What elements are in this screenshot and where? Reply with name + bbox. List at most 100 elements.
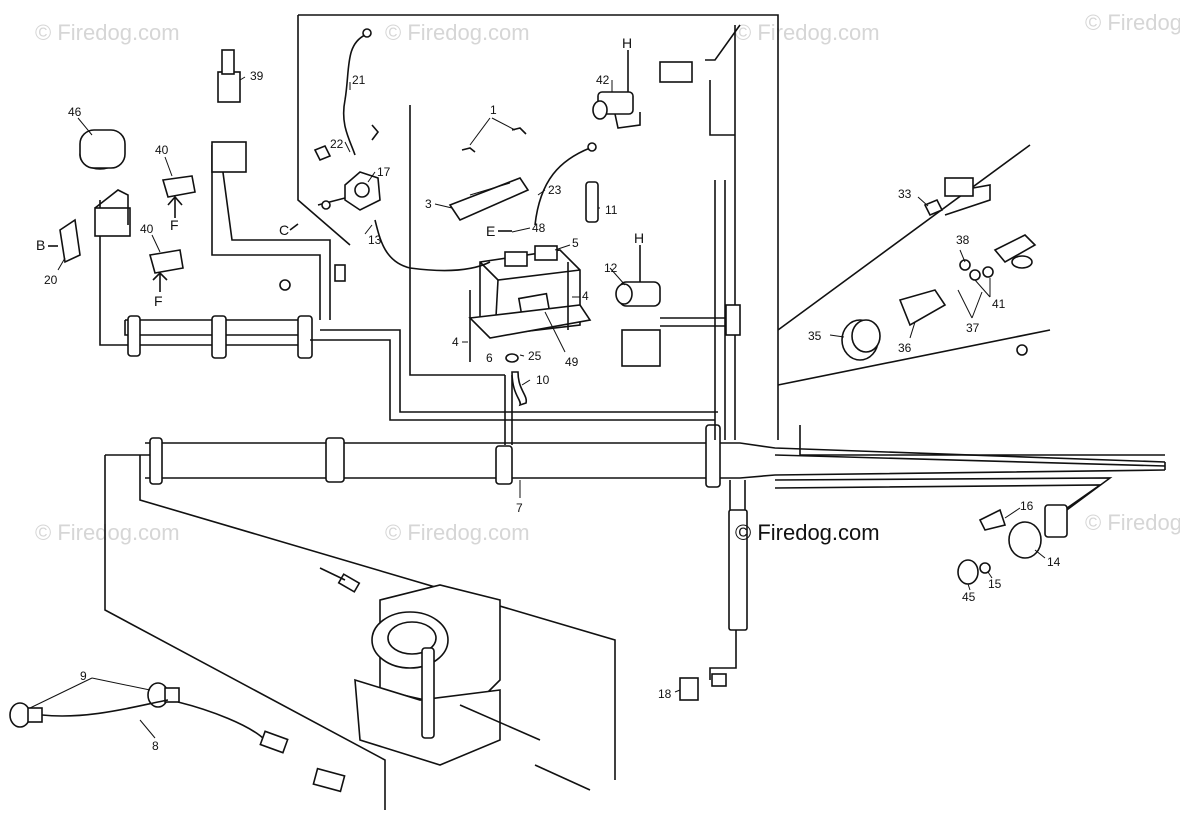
callout-42: 42 xyxy=(596,73,610,87)
harness-strap xyxy=(325,437,345,483)
battery-terminal-neg xyxy=(534,245,558,261)
callout-25: 25 xyxy=(528,349,542,363)
harness-route-a xyxy=(310,339,715,421)
callout-46: 46 xyxy=(68,105,82,119)
cable-21-eyelet xyxy=(362,28,372,38)
callout-37: 37 xyxy=(966,321,980,335)
callout-40b: 40 xyxy=(140,222,154,236)
cable-23 xyxy=(534,147,591,226)
relay-39 xyxy=(217,71,241,103)
harness-strap xyxy=(705,424,721,488)
watermark-4: © Firedog.com xyxy=(1085,10,1180,35)
leader-5 xyxy=(554,244,571,251)
leader-10 xyxy=(521,379,531,386)
relay-12-connector xyxy=(621,329,661,367)
watermark-2: © Firedog.com xyxy=(385,20,530,45)
bulb-9b-socket xyxy=(164,687,180,703)
ref-letter-F1: F xyxy=(170,217,179,233)
harness-strap xyxy=(297,315,313,359)
switch-42-bracket xyxy=(614,112,641,129)
clamp-40b xyxy=(148,249,184,274)
reference-letters: B C E F F H H xyxy=(36,35,644,309)
leader-36 xyxy=(909,321,916,339)
callout-40a: 40 xyxy=(155,143,169,157)
ignition-switch-14 xyxy=(1008,521,1042,559)
right-panel-bottom-edge xyxy=(777,329,1051,386)
trunk-top-branch xyxy=(705,24,741,61)
callout-36: 36 xyxy=(898,341,912,355)
leader-9b xyxy=(91,677,151,691)
callout-48: 48 xyxy=(532,221,546,235)
leader-9a xyxy=(29,677,93,709)
left-harness-inner xyxy=(124,320,310,336)
harness-strap xyxy=(149,437,163,485)
horn-46-body xyxy=(79,129,126,169)
ground-ring-right xyxy=(1016,344,1028,356)
callout-49: 49 xyxy=(565,355,579,369)
leader-17 xyxy=(367,171,376,183)
fuse-22 xyxy=(313,144,332,162)
bulb-9a xyxy=(9,702,31,728)
arrow-F1-head xyxy=(167,195,183,206)
vent-tube-10 xyxy=(511,371,528,407)
leader-46 xyxy=(77,117,93,136)
leader-3 xyxy=(434,203,453,209)
lower-panel-left-edge xyxy=(104,455,386,810)
leader-14 xyxy=(1034,549,1046,559)
lead-8-a xyxy=(41,699,169,717)
leader-39 xyxy=(239,76,246,81)
trunk-connector xyxy=(725,304,741,336)
leader-49 xyxy=(544,311,566,353)
washer-38a xyxy=(959,259,971,271)
leader-22 xyxy=(344,141,351,153)
callout-14: 14 xyxy=(1047,555,1061,569)
left-components xyxy=(59,49,247,292)
leader-12 xyxy=(609,267,626,286)
harness-strap xyxy=(127,315,141,357)
strap-ridge xyxy=(469,182,511,196)
harness-sleeve xyxy=(728,509,748,631)
leader-18 xyxy=(674,689,681,693)
trunk-top-branch-b xyxy=(709,80,735,136)
connector-33-plug xyxy=(944,177,974,197)
bracket-20 xyxy=(59,218,81,264)
leader-33 xyxy=(917,196,929,207)
engine-connector xyxy=(337,573,361,593)
bulb xyxy=(1011,255,1033,269)
leader-45 xyxy=(967,583,971,591)
relay-39-tab xyxy=(221,49,235,75)
callout-10: 10 xyxy=(536,373,550,387)
brand-label: © Firedog.com xyxy=(735,520,880,545)
harness-route-39b xyxy=(221,164,331,320)
battery-tray xyxy=(468,304,592,339)
harness-7-top xyxy=(145,442,1166,463)
right-panel-top-edge xyxy=(777,144,1031,331)
callout-38: 38 xyxy=(956,233,970,247)
connector-33 xyxy=(923,198,944,217)
lead-33 xyxy=(944,184,991,216)
lead-to-18 xyxy=(709,630,737,680)
module-box xyxy=(94,207,131,237)
harness-strap xyxy=(211,315,227,359)
leader-25 xyxy=(519,354,525,357)
key-16 xyxy=(978,508,1007,531)
callout-35: 35 xyxy=(808,329,822,343)
hold-down-strap-3 xyxy=(448,177,530,222)
solenoid-area xyxy=(279,124,381,291)
lamp-socket xyxy=(993,234,1037,264)
leader-lines xyxy=(29,76,1046,739)
relay-socket xyxy=(211,141,247,173)
callout-39: 39 xyxy=(250,69,264,83)
callout-17: 17 xyxy=(377,165,391,179)
clip-upper xyxy=(371,124,380,141)
right-panel-components xyxy=(841,177,1037,361)
callout-13: 13 xyxy=(368,233,382,247)
callout-11: 11 xyxy=(605,203,618,217)
leader-37a xyxy=(957,289,973,319)
callout-33: 33 xyxy=(898,187,912,201)
ground-eyelet xyxy=(321,200,331,210)
callout-1: 1 xyxy=(490,103,497,117)
callout-4b: 4 xyxy=(582,289,589,303)
ref-arrow-C xyxy=(289,223,299,231)
